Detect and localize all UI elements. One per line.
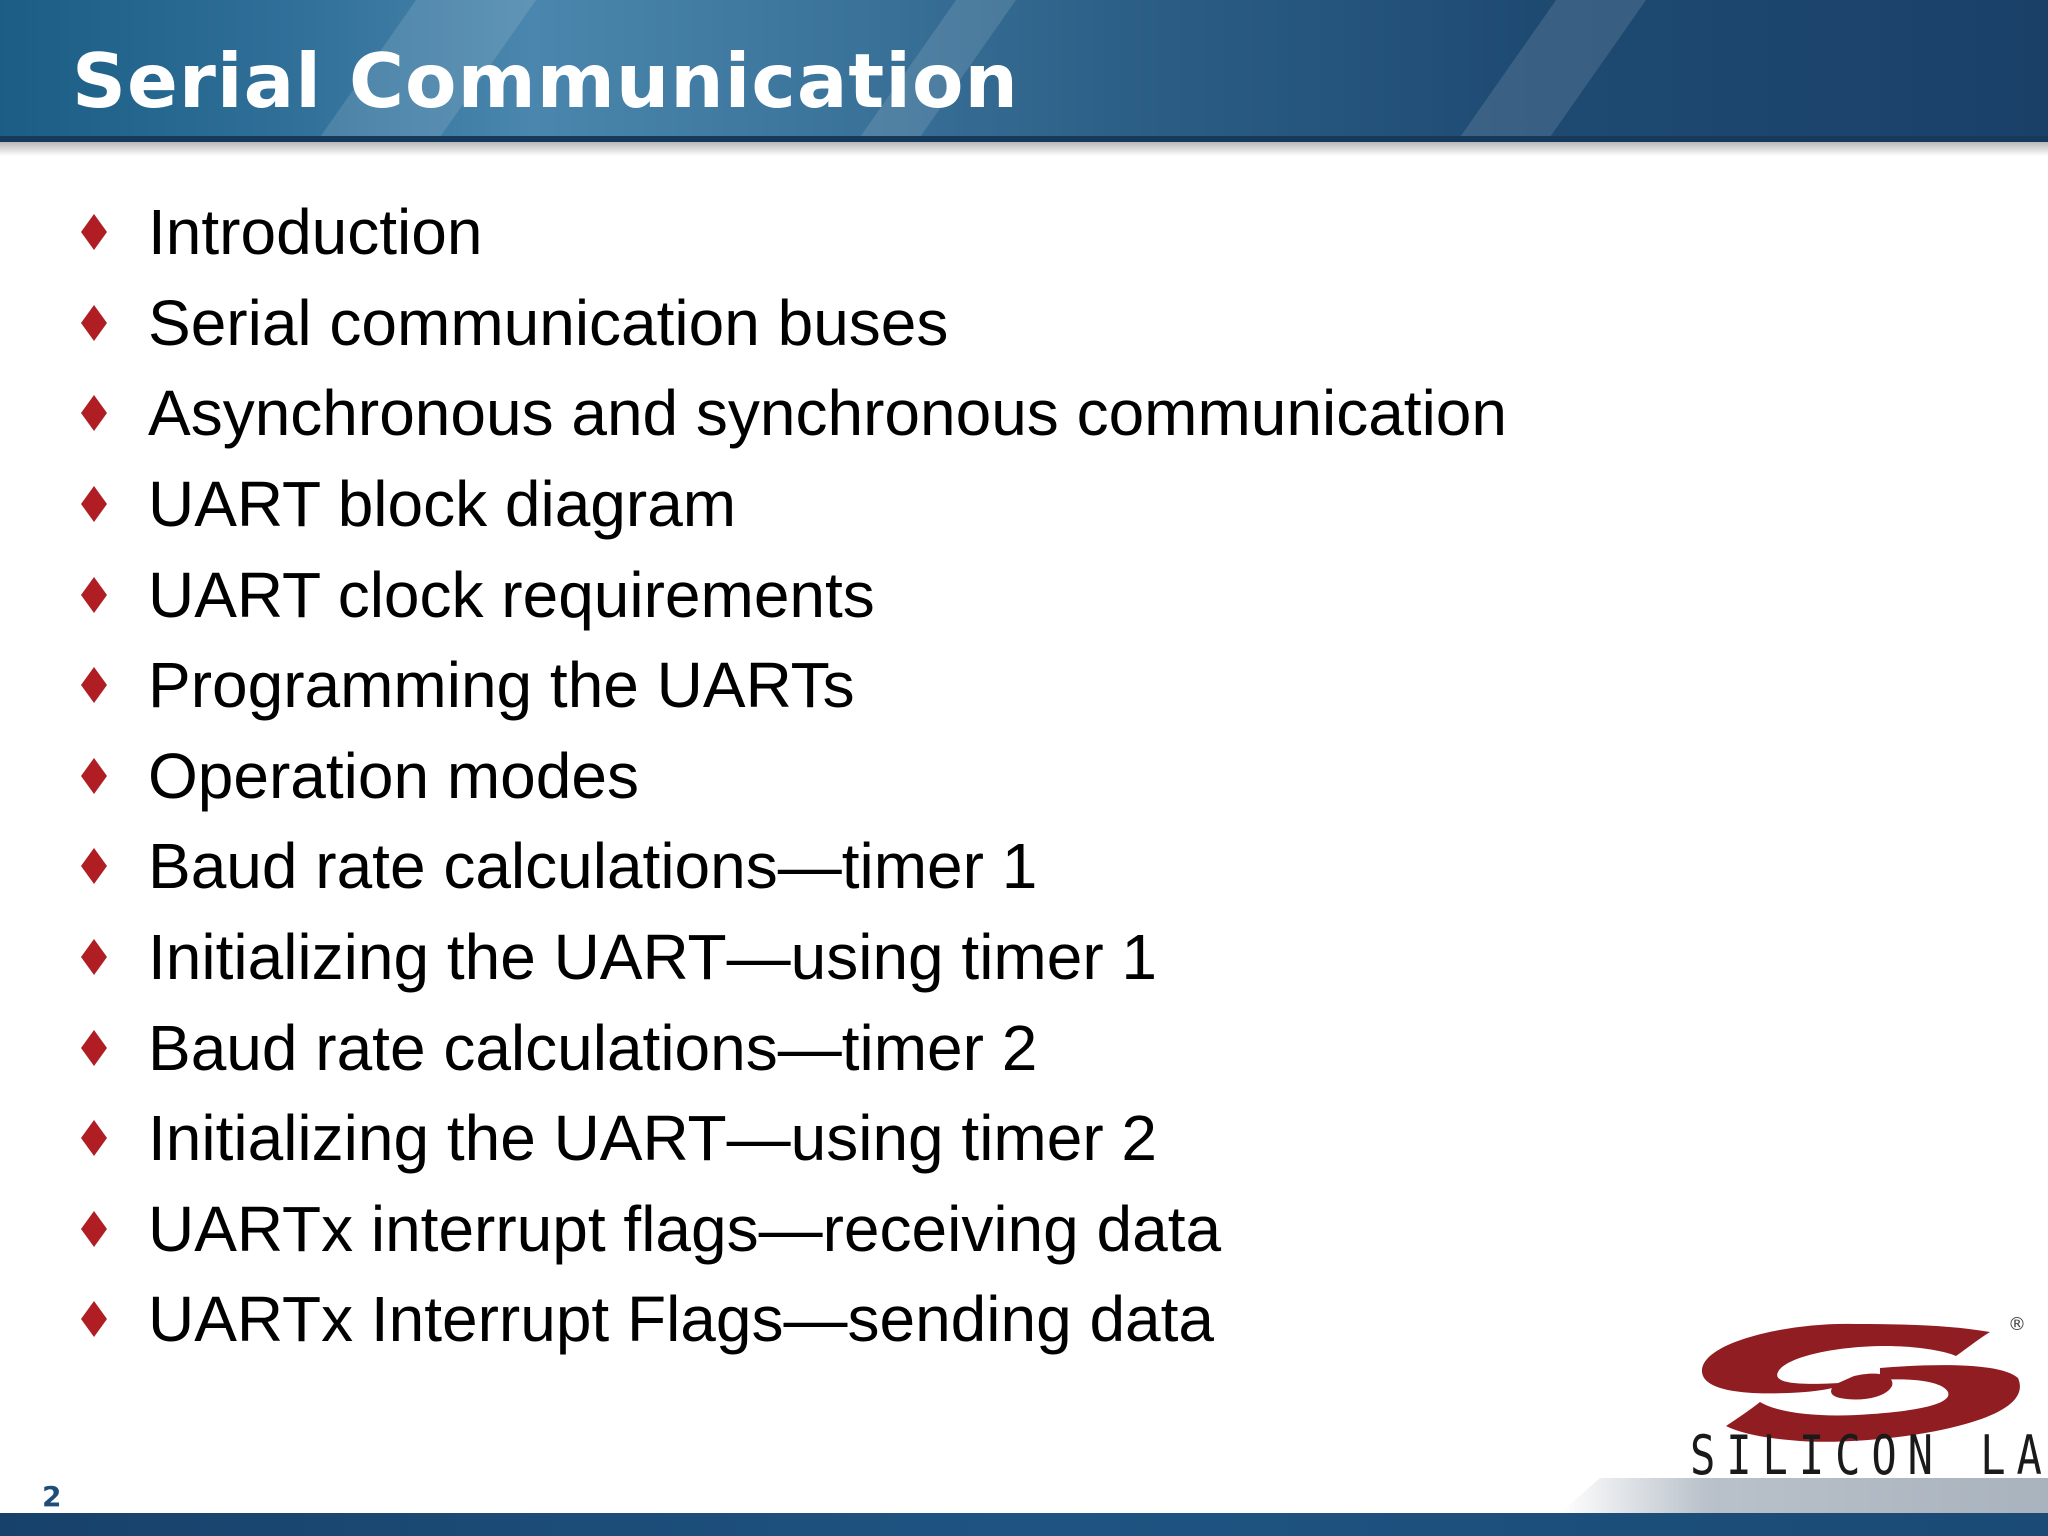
bullet-item: UART block diagram [74, 459, 1507, 550]
bullet-text: Serial communication buses [148, 286, 949, 359]
bullet-text: Initializing the UART—using timer 1 [148, 921, 1157, 994]
silicon-labs-s-logo-icon [1701, 1323, 2020, 1442]
red-diamond-bullet-icon [74, 1118, 114, 1158]
bullet-text: UARTx Interrupt Flags—sending data [148, 1283, 1214, 1356]
logo-upper-swoosh [1701, 1323, 1990, 1394]
bullet-text: Operation modes [148, 739, 639, 812]
bullet-item: Serial communication buses [74, 278, 1507, 369]
red-diamond-bullet-icon [74, 393, 114, 433]
bullet-item: Baud rate calculations—timer 1 [74, 821, 1507, 912]
red-diamond-bullet-icon [74, 1028, 114, 1068]
red-diamond-bullet-icon [74, 1209, 114, 1249]
red-diamond-bullet-icon [74, 756, 114, 796]
bullet-item: Asynchronous and synchronous communicati… [74, 368, 1507, 459]
bullet-item: UARTx interrupt flags—receiving data [74, 1184, 1507, 1275]
bullet-item: Initializing the UART—using timer 2 [74, 1093, 1507, 1184]
red-diamond-bullet-icon [74, 212, 114, 252]
logo-center-link [1831, 1373, 1893, 1400]
title-bar [0, 0, 2048, 142]
bullet-text: Asynchronous and synchronous communicati… [148, 377, 1507, 450]
red-diamond-bullet-icon [74, 937, 114, 977]
footer-band [0, 1513, 2048, 1536]
bullet-text: UARTx interrupt flags—receiving data [148, 1192, 1222, 1265]
red-diamond-bullet-icon [74, 846, 114, 886]
bullet-item: Programming the UARTs [74, 640, 1507, 731]
red-diamond-bullet-icon [74, 575, 114, 615]
bullet-item: Operation modes [74, 731, 1507, 822]
bullet-item: Initializing the UART—using timer 1 [74, 912, 1507, 1003]
bullet-text: Initializing the UART—using timer 2 [148, 1102, 1157, 1175]
red-diamond-bullet-icon [74, 303, 114, 343]
red-diamond-bullet-icon [74, 665, 114, 705]
bullet-item: Introduction [74, 187, 1507, 278]
bullet-item: UART clock requirements [74, 549, 1507, 640]
bullet-text: Introduction [148, 196, 483, 269]
page-number: 2 [42, 1480, 62, 1513]
red-diamond-bullet-icon [74, 484, 114, 524]
footer-accent [1560, 1478, 2048, 1513]
slide-title: Serial Communication [72, 37, 1019, 125]
title-bar-shadow [0, 142, 2048, 156]
registered-mark: ® [2008, 1314, 2026, 1335]
bullet-text: Baud rate calculations—timer 2 [148, 1011, 1038, 1084]
bullet-text: Baud rate calculations—timer 1 [148, 830, 1038, 903]
red-diamond-bullet-icon [74, 1299, 114, 1339]
logo-lower-swoosh [1726, 1365, 2020, 1442]
bullet-item: Baud rate calculations—timer 2 [74, 1002, 1507, 1093]
bullet-text: Programming the UARTs [148, 649, 855, 722]
logo-wordmark: SILICON LABS [1690, 1424, 2048, 1487]
bullet-item: UARTx Interrupt Flags—sending data [74, 1274, 1507, 1365]
title-bar-streak [1429, 0, 1661, 142]
bullet-text: UART clock requirements [148, 558, 875, 631]
bullet-text: UART block diagram [148, 468, 737, 541]
